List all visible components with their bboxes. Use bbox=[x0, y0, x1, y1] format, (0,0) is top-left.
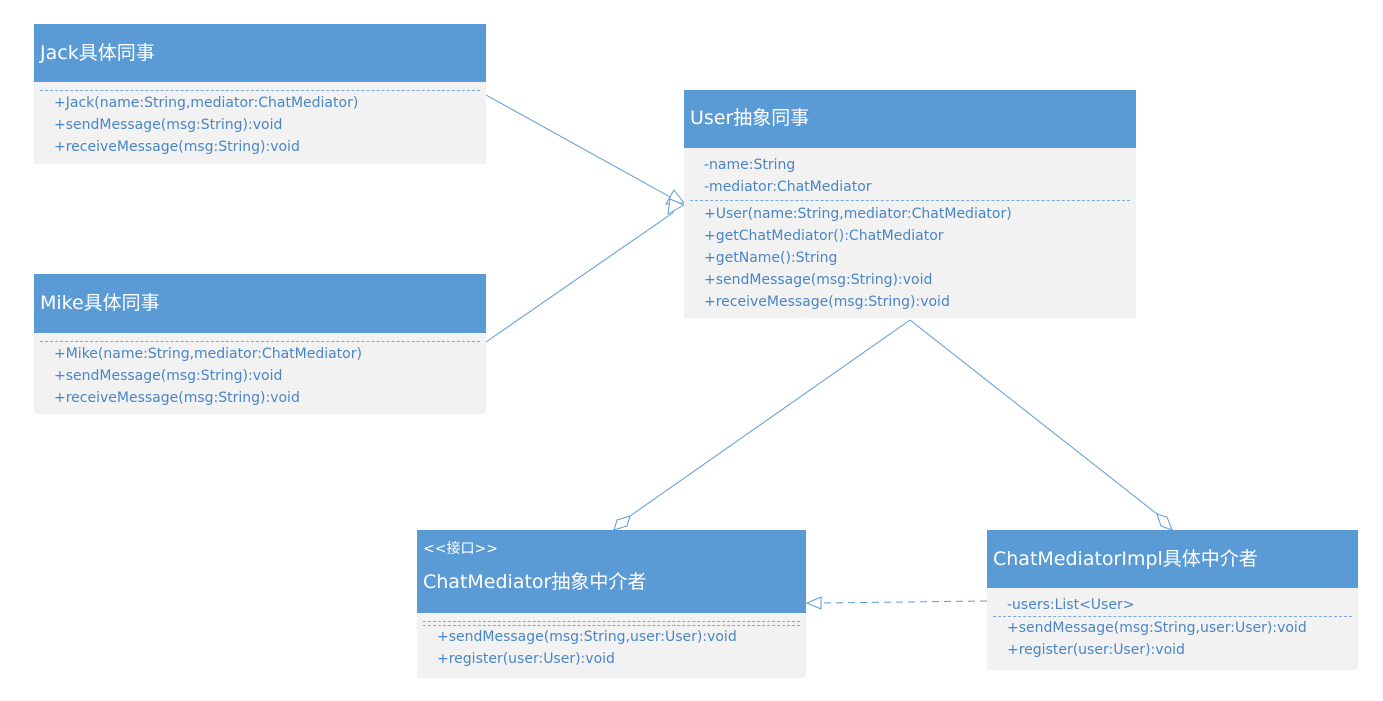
user-class-header: User抽象同事 bbox=[684, 90, 1136, 148]
user-attributes-separator bbox=[690, 200, 1130, 201]
jack-class-box: Jack具体同事 +Jack(name:String,mediator:Chat… bbox=[34, 24, 486, 164]
user-class-body: -name:String -mediator:ChatMediator +Use… bbox=[684, 148, 1136, 313]
mediatorimpl-class-title: ChatMediatorImpl具体中介者 bbox=[993, 548, 1258, 570]
mike-to-user-generalization-line bbox=[485, 211, 675, 343]
jack-method-receive: +receiveMessage(msg:String):void bbox=[54, 139, 300, 155]
user-method-constructor: +User(name:String,mediator:ChatMediator) bbox=[704, 206, 1012, 222]
mediator-method-send: +sendMessage(msg:String,user:User):void bbox=[437, 629, 737, 645]
mike-attributes-separator bbox=[40, 341, 480, 342]
mike-class-body: +Mike(name:String,mediator:ChatMediator)… bbox=[34, 333, 486, 409]
mediator-class-header: <<接口>> ChatMediator抽象中介者 bbox=[417, 530, 806, 613]
mediator-class-box: <<接口>> ChatMediator抽象中介者 +sendMessage(ms… bbox=[417, 530, 806, 678]
user-to-mediatorimpl-aggregation-line bbox=[909, 319, 1158, 515]
user-method-send: +sendMessage(msg:String):void bbox=[704, 272, 933, 288]
mediator-class-title: ChatMediator抽象中介者 bbox=[423, 571, 647, 593]
mediatorimpl-method-send: +sendMessage(msg:String,user:User):void bbox=[1007, 620, 1307, 636]
user-class-box: User抽象同事 -name:String -mediator:ChatMedi… bbox=[684, 90, 1136, 318]
mike-class-header: Mike具体同事 bbox=[34, 274, 486, 333]
mediatorimpl-class-box: ChatMediatorImpl具体中介者 -users:List<User> … bbox=[987, 530, 1358, 670]
jack-to-user-generalization-line bbox=[485, 94, 673, 199]
jack-class-body: +Jack(name:String,mediator:ChatMediator)… bbox=[34, 82, 486, 158]
mediator-aggregation-diamond bbox=[613, 515, 631, 531]
mediatorimpl-class-header: ChatMediatorImpl具体中介者 bbox=[987, 530, 1358, 588]
user-attribute-mediator: -mediator:ChatMediator bbox=[704, 179, 872, 195]
user-attribute-name: -name:String bbox=[704, 157, 796, 173]
jack-class-header: Jack具体同事 bbox=[34, 24, 486, 82]
mediator-class-body: +sendMessage(msg:String,user:User):void … bbox=[417, 613, 806, 670]
realization-arrowhead bbox=[805, 596, 822, 610]
user-method-receive: +receiveMessage(msg:String):void bbox=[704, 294, 950, 310]
jack-attributes-separator bbox=[40, 90, 480, 91]
mediatorimpl-class-body: -users:List<User> +sendMessage(msg:Strin… bbox=[987, 588, 1358, 661]
mike-generalization-arrowhead bbox=[667, 198, 686, 215]
jack-class-title: Jack具体同事 bbox=[40, 42, 155, 64]
user-method-get-name: +getName():String bbox=[704, 250, 838, 266]
user-method-get-mediator: +getChatMediator():ChatMediator bbox=[704, 228, 944, 244]
mediator-attributes-separator bbox=[423, 621, 800, 622]
mike-method-receive: +receiveMessage(msg:String):void bbox=[54, 390, 300, 406]
mike-class-title: Mike具体同事 bbox=[40, 292, 160, 314]
mediatorimpl-attributes-separator bbox=[993, 616, 1352, 617]
mediatorimpl-to-mediator-realization-line bbox=[821, 600, 988, 604]
mike-method-send: +sendMessage(msg:String):void bbox=[54, 368, 283, 384]
jack-method-constructor: +Jack(name:String,mediator:ChatMediator) bbox=[54, 95, 359, 111]
mike-method-constructor: +Mike(name:String,mediator:ChatMediator) bbox=[54, 346, 362, 362]
mediator-method-register: +register(user:User):void bbox=[437, 651, 615, 667]
user-class-title: User抽象同事 bbox=[690, 107, 810, 129]
mediator-methods-separator bbox=[423, 625, 800, 626]
user-to-mediator-aggregation-line bbox=[629, 319, 911, 517]
mike-class-box: Mike具体同事 +Mike(name:String,mediator:Chat… bbox=[34, 274, 486, 414]
mediatorimpl-attribute-users: -users:List<User> bbox=[1007, 597, 1135, 613]
mediatorimpl-aggregation-diamond bbox=[1156, 513, 1173, 531]
jack-method-send: +sendMessage(msg:String):void bbox=[54, 117, 283, 133]
mediator-stereotype: <<接口>> bbox=[423, 541, 498, 557]
mediatorimpl-method-register: +register(user:User):void bbox=[1007, 642, 1185, 658]
